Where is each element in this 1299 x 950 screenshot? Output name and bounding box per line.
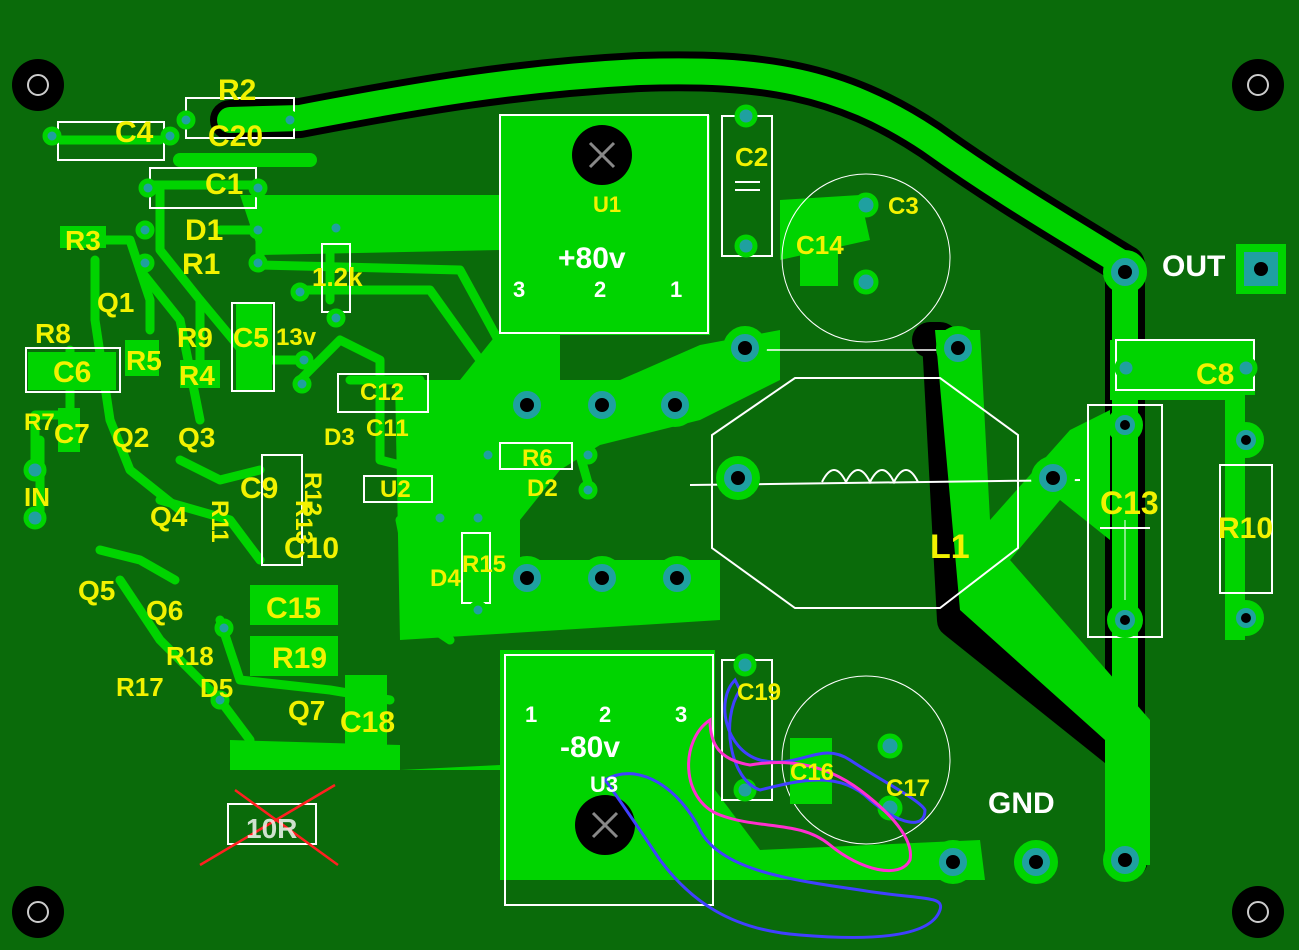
label-GND: GND bbox=[988, 787, 1055, 820]
label-Q3: Q3 bbox=[178, 422, 215, 453]
label-Q1: Q1 bbox=[97, 287, 134, 318]
label-1.2k: 1.2k bbox=[312, 262, 363, 292]
mounting-hole-tr bbox=[1232, 59, 1284, 111]
label-D1: D1 bbox=[185, 214, 223, 247]
label-10R: 10R bbox=[246, 813, 297, 844]
label-Q7: Q7 bbox=[288, 695, 325, 726]
label-C11: C11 bbox=[366, 415, 409, 442]
copper-pour-left bbox=[395, 115, 870, 640]
label-D5: D5 bbox=[200, 673, 233, 703]
label-C19: C19 bbox=[737, 679, 781, 706]
label-OUT: OUT bbox=[1162, 250, 1225, 283]
label-D3: D3 bbox=[324, 424, 355, 451]
label-R6: R6 bbox=[522, 445, 553, 472]
label-R15: R15 bbox=[462, 551, 506, 578]
label-Q4: Q4 bbox=[150, 501, 188, 532]
label-D2: D2 bbox=[527, 475, 558, 502]
annotation-blue-lower bbox=[602, 772, 943, 939]
annotation-magenta-loop bbox=[687, 717, 912, 873]
label-R1: R1 bbox=[182, 248, 220, 281]
annotation-blue-loop bbox=[723, 677, 927, 824]
label-C6: C6 bbox=[53, 356, 91, 389]
label-C20: C20 bbox=[208, 120, 263, 153]
label-L1: L1 bbox=[930, 528, 970, 566]
label-U1: U1 bbox=[593, 192, 621, 217]
label-R12: R12 bbox=[299, 472, 326, 516]
label-C13: C13 bbox=[1100, 485, 1159, 521]
annotation-cross-mark bbox=[199, 783, 339, 867]
label-C1: C1 bbox=[205, 168, 243, 201]
label-IN: IN bbox=[24, 482, 50, 512]
label-C7: C7 bbox=[54, 418, 90, 449]
label-U2: U2 bbox=[380, 476, 411, 503]
label-U3-pin3: 3 bbox=[675, 702, 687, 727]
mounting-hole-tl bbox=[12, 59, 64, 111]
label-Q5: Q5 bbox=[78, 575, 115, 606]
label-C10: C10 bbox=[284, 532, 339, 565]
through-hole-pads bbox=[23, 104, 1286, 884]
label-U3-pin2: 2 bbox=[599, 702, 611, 727]
label-C2: C2 bbox=[735, 142, 768, 172]
label-R17: R17 bbox=[116, 672, 164, 702]
label-C3: C3 bbox=[888, 193, 919, 220]
label-C14: C14 bbox=[796, 230, 844, 260]
label-R4: R4 bbox=[179, 360, 215, 391]
label-R9: R9 bbox=[177, 322, 213, 353]
mounting-hole-bl bbox=[12, 886, 64, 938]
label-C15: C15 bbox=[266, 592, 321, 625]
label-U1-voltage: +80v bbox=[558, 242, 626, 275]
label-13v: 13v bbox=[276, 324, 317, 351]
label-C4: C4 bbox=[115, 116, 154, 149]
label-C8: C8 bbox=[1196, 358, 1234, 391]
label-R18: R18 bbox=[166, 641, 214, 671]
label-C16: C16 bbox=[790, 759, 834, 786]
label-R8: R8 bbox=[35, 318, 71, 349]
label-U1-pin1: 1 bbox=[670, 277, 682, 302]
label-R19: R19 bbox=[272, 642, 327, 675]
label-C12: C12 bbox=[360, 379, 404, 406]
label-U3: U3 bbox=[590, 772, 618, 797]
label-R3: R3 bbox=[65, 225, 101, 256]
label-R7: R7 bbox=[24, 409, 55, 436]
label-U3-voltage: -80v bbox=[560, 731, 620, 764]
label-C17: C17 bbox=[886, 775, 930, 802]
label-C9: C9 bbox=[240, 472, 278, 505]
mounting-hole-br bbox=[1232, 886, 1284, 938]
label-C18: C18 bbox=[340, 706, 395, 739]
label-U1-pin2: 2 bbox=[594, 277, 606, 302]
label-R2: R2 bbox=[218, 74, 256, 107]
label-D4: D4 bbox=[430, 565, 461, 592]
label-R5: R5 bbox=[126, 345, 162, 376]
label-R11: R11 bbox=[206, 500, 233, 543]
label-U1-pin3: 3 bbox=[513, 277, 525, 302]
label-R13: R13 bbox=[290, 500, 317, 544]
label-Q6: Q6 bbox=[146, 595, 183, 626]
label-R10: R10 bbox=[1218, 512, 1273, 545]
label-Q2: Q2 bbox=[112, 422, 149, 453]
label-U3-pin1: 1 bbox=[525, 702, 537, 727]
label-C5: C5 bbox=[233, 322, 269, 353]
